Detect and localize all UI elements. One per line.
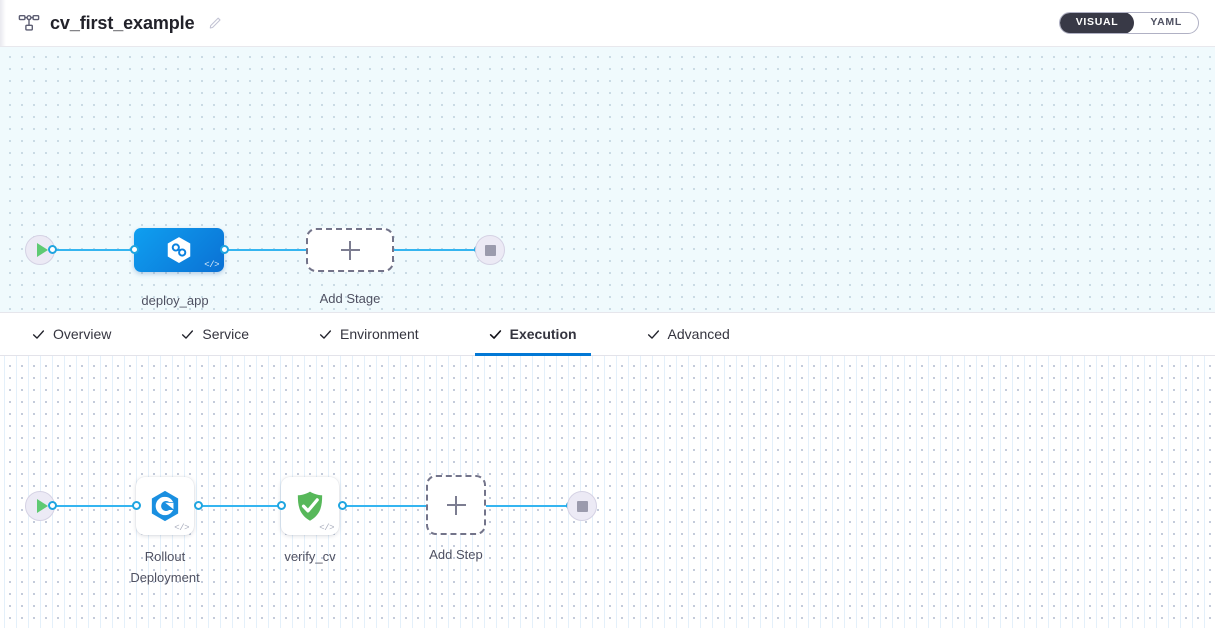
plus-icon <box>349 240 351 260</box>
code-badge: </> <box>174 523 189 533</box>
tab-label: Service <box>202 326 250 342</box>
tab-service[interactable]: Service <box>167 313 263 355</box>
harness-deploy-hexagon-icon <box>167 237 191 263</box>
stage-node-deploy-app[interactable]: </> <box>134 228 224 272</box>
connector-line <box>482 505 574 507</box>
green-shield-check-icon <box>297 491 323 521</box>
connector-dot <box>48 245 57 254</box>
check-icon <box>319 329 332 339</box>
connector-line <box>196 505 288 507</box>
pipeline-graph-icon <box>18 14 40 31</box>
code-badge: </> <box>319 523 334 533</box>
tab-advanced[interactable]: Advanced <box>633 313 744 355</box>
check-icon <box>182 329 194 339</box>
add-step-node[interactable] <box>426 475 486 535</box>
stop-icon <box>576 500 588 512</box>
tab-label: Advanced <box>667 326 730 342</box>
tab-execution[interactable]: Execution <box>474 313 591 356</box>
step-node-rollout-deployment[interactable]: </> <box>136 477 194 535</box>
connector-line <box>48 249 140 251</box>
header-bar: cv_first_example VISUAL YAML <box>0 0 1215 47</box>
check-icon <box>489 329 501 339</box>
toggle-option-yaml[interactable]: YAML <box>1150 16 1182 28</box>
step-label-rollout-deployment: Rollout Deployment <box>130 549 200 585</box>
tab-overview[interactable]: Overview <box>18 313 125 355</box>
connector-dot <box>277 501 286 510</box>
step-end-node[interactable] <box>567 491 597 521</box>
execution-canvas[interactable]: </> Rollout Deployment </> verify_cv Add… <box>0 356 1215 628</box>
tab-label: Overview <box>53 326 112 342</box>
connector-line <box>48 505 140 507</box>
connector-dot <box>130 245 139 254</box>
stage-canvas[interactable]: </> deploy_app Add Stage <box>0 47 1215 312</box>
stop-icon <box>484 244 496 256</box>
tab-label: Environment <box>340 326 419 342</box>
play-icon <box>36 243 48 257</box>
pencil-edit-icon[interactable] <box>208 15 224 31</box>
connector-dot <box>132 501 141 510</box>
stage-tab-bar[interactable]: Overview Service Environment Execution A <box>0 312 1215 356</box>
connector-line <box>340 505 430 507</box>
connector-dot <box>194 501 203 510</box>
step-node-verify-cv[interactable]: </> <box>281 477 339 535</box>
connector-dot <box>338 501 347 510</box>
check-icon <box>32 329 45 339</box>
toggle-option-visual[interactable]: VISUAL <box>1059 13 1135 33</box>
connector-dot <box>220 245 229 254</box>
add-stage-label: Add Stage <box>319 291 381 306</box>
stage-label-deploy-app: deploy_app <box>141 293 209 308</box>
page-title: cv_first_example <box>50 12 195 33</box>
stage-end-node[interactable] <box>475 235 505 265</box>
add-stage-node[interactable] <box>306 228 394 272</box>
check-icon <box>647 329 659 339</box>
code-badge: </> <box>204 260 219 270</box>
add-step-label: Add Step <box>429 547 483 562</box>
tab-label: Execution <box>509 326 577 342</box>
connector-dot <box>48 501 57 510</box>
step-label-verify-cv: verify_cv <box>284 549 336 564</box>
view-mode-toggle[interactable]: VISUAL YAML <box>1058 12 1199 34</box>
play-icon <box>36 499 48 513</box>
kubernetes-rollout-icon <box>151 490 179 522</box>
tab-environment[interactable]: Environment <box>305 313 433 355</box>
plus-icon <box>455 495 457 515</box>
